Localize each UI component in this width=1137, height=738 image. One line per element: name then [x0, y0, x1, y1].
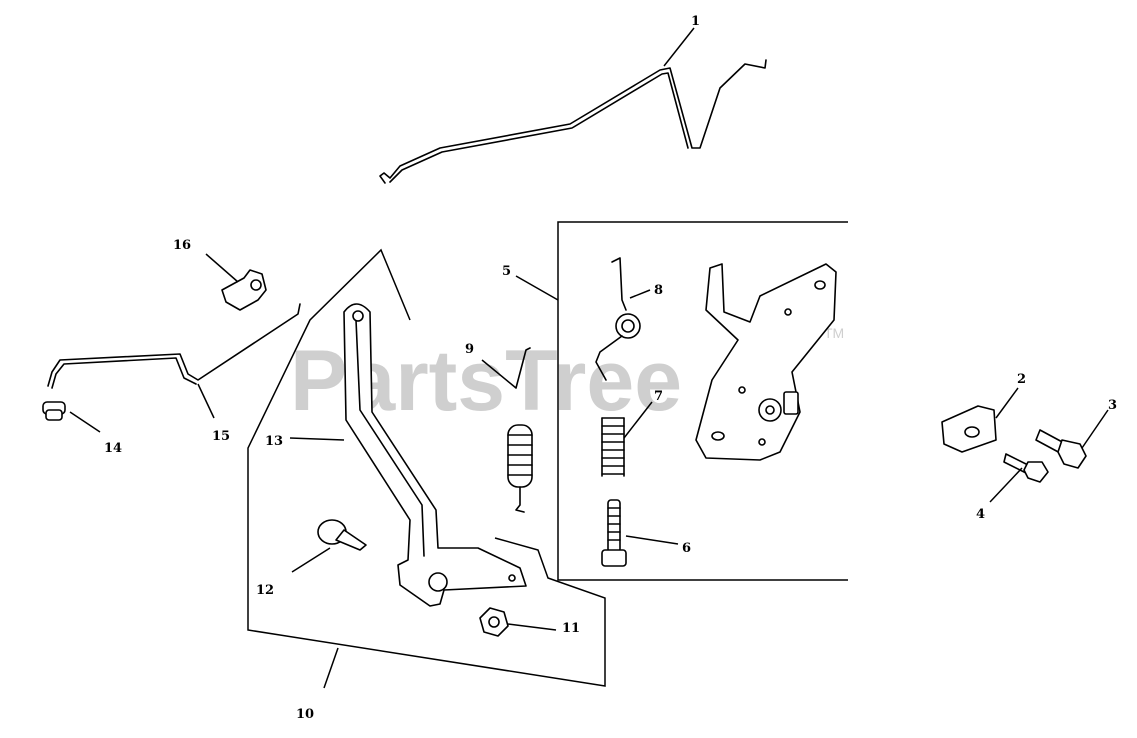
part-grommet	[42, 401, 66, 421]
callout-11: 11	[562, 621, 580, 636]
callout-5: 5	[502, 264, 511, 279]
part-lever	[343, 303, 527, 607]
part-nut	[479, 607, 509, 637]
callout-13: 13	[265, 434, 283, 449]
callout-14: 14	[104, 441, 122, 456]
assembly-outline-10	[247, 248, 606, 687]
part-screw	[601, 499, 627, 567]
callout-16: 16	[173, 238, 191, 253]
part-compression-spring	[601, 417, 625, 477]
watermark-tm: TM	[824, 325, 844, 341]
part-clip	[941, 405, 997, 453]
part-flange-bolt	[1035, 429, 1087, 469]
part-extension-spring	[507, 347, 533, 513]
part-control-bracket	[695, 263, 837, 461]
callout-3: 3	[1108, 398, 1117, 413]
assembly-outline-5	[557, 221, 848, 581]
callout-labels: 1 2 3 4 5 6 7 8 9 10 11 12 13 14 15 16	[104, 14, 1117, 722]
part-hex-bolt	[1003, 453, 1049, 483]
callout-6: 6	[682, 541, 691, 556]
part-shoulder-bolt	[317, 519, 367, 551]
part-throttle-rod	[379, 59, 767, 184]
callout-2: 2	[1017, 372, 1026, 387]
part-choke-rod	[47, 303, 301, 389]
callout-4: 4	[976, 507, 985, 522]
callout-12: 12	[256, 583, 274, 598]
callout-8: 8	[654, 283, 663, 298]
leader-lines	[69, 27, 1109, 689]
part-torsion-spring	[595, 257, 641, 381]
callout-15: 15	[212, 429, 230, 444]
part-clamp	[221, 269, 267, 311]
callout-7: 7	[654, 389, 663, 404]
callout-10: 10	[296, 707, 314, 722]
callout-1: 1	[691, 14, 700, 29]
callout-9: 9	[465, 342, 474, 357]
